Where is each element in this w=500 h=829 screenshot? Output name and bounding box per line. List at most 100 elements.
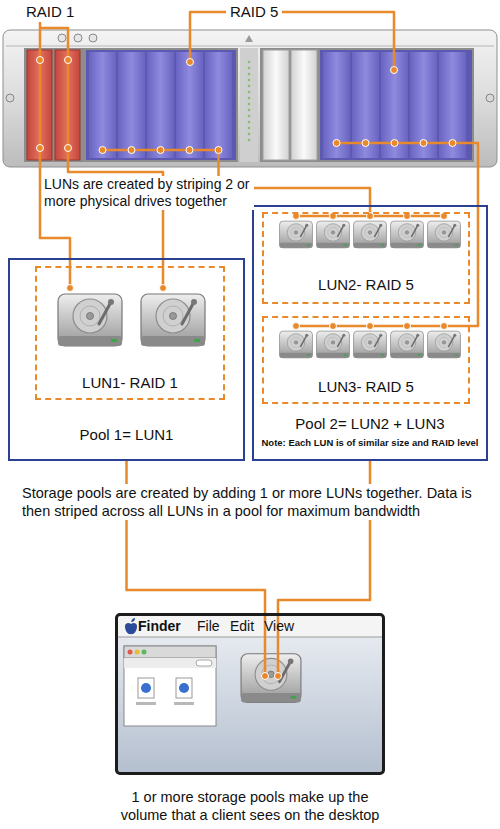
leader-dot [37,57,457,680]
desktop-window: Finder File Edit View [115,613,385,775]
status-leds [248,133,251,136]
hard-drive-icon [428,221,461,248]
empty-drive-bay [263,50,289,160]
storage-chassis [89,34,97,42]
storage-chassis [245,35,253,42]
leader-line [40,12,478,676]
status-leds [248,79,251,82]
leader-dot [99,147,106,154]
leader-line [190,12,226,62]
storage-chassis [6,46,494,47]
leader-dot [391,140,398,147]
desktop-screen [117,615,383,637]
hard-drive-icon [428,331,461,358]
raid-label: RAID 5 [230,3,278,21]
status-leds [248,109,251,112]
desktop-screen [136,702,156,705]
status-leds [248,61,251,142]
leader-dot [65,57,72,64]
hard-drive-icon [141,294,205,346]
leader-dot [67,285,74,292]
status-leds [248,67,251,70]
leader-dot [330,323,337,330]
storage-chassis [240,48,258,162]
raid5-drive-bay [176,52,203,158]
raid5-drive-bay [147,52,174,158]
desktop-screen [125,623,137,634]
menu-item: File [197,618,220,635]
hard-drive-icon [317,221,350,248]
raid5-drive-bay [89,52,116,158]
desktop-screen [196,660,212,666]
desktop-screen [128,650,133,655]
leader-dot [37,145,44,152]
storage-chassis [260,48,474,162]
menu-item: Finder [138,618,181,635]
menu-item: Edit [230,618,254,635]
storage-chassis [58,34,66,42]
desktop-screen [176,678,192,698]
status-leds [248,127,251,130]
desktop-screen [138,678,154,698]
hard-drive-icon [280,331,313,358]
leader-dot [420,140,427,147]
status-leds [248,91,251,94]
leader-dot [160,285,167,292]
leader-dot [128,147,135,154]
desktop-screen [179,683,189,693]
annotation: Storage pools are created by adding 1 or… [22,484,484,520]
leader-dot [65,145,72,152]
leader-dot [449,140,456,147]
desktop-screen [241,654,301,703]
leader-line [296,143,478,326]
leader-dot [157,147,164,154]
lun-box: LUN1- RAID 1 [35,266,225,400]
storage-chassis [6,94,14,102]
desktop-screen [174,702,194,705]
lun-box: LUN3- RAID 5 [262,316,470,404]
desktop-screen [142,650,147,655]
pool-box: Pool 1= LUN1LUN1- RAID 1 [8,258,245,461]
storage-chassis [486,94,494,102]
lun-box: LUN2- RAID 5 [262,212,470,304]
note-text: Note: Each LUN is of similar size and RA… [254,437,486,448]
desktop-screen [117,615,383,773]
hard-drive-icon [391,331,424,358]
raid1-drive-bay [27,50,80,160]
empty-drive-bay [263,50,317,160]
desktop-screen [117,637,383,638]
leader-line [282,12,394,70]
leader-dot [215,147,222,154]
status-leds [248,121,251,124]
leader-line [40,28,163,288]
empty-drive-bay [291,50,317,160]
storage-chassis [74,34,82,42]
raid-label: RAID 1 [26,3,74,21]
raid5-drive-bay [118,52,145,158]
storage-chassis [3,30,497,167]
pool-label: Pool 2= LUN2 + LUN3 [254,415,486,433]
status-leds [248,85,251,88]
status-leds [248,73,251,76]
leader-dot [37,57,44,64]
leader-dot [262,673,269,680]
leader-dot [293,323,300,330]
raid5-drive-bay [86,50,236,160]
hard-drive-icon [58,294,122,346]
hard-drive-icon [354,331,387,358]
menu-item: View [264,618,294,635]
leader-dot [404,323,411,330]
leader-dot [275,673,282,680]
status-leds [248,139,251,142]
hard-drive-icon [317,331,350,358]
desktop-screen [124,646,216,726]
leader-dot [391,67,398,74]
leader-dot [333,140,340,147]
lun-label: LUN1- RAID 1 [37,374,223,392]
storage-chassis [3,30,497,167]
desktop-screen [124,646,216,658]
desktop-screen [131,618,135,622]
storage-chassis [24,48,238,162]
